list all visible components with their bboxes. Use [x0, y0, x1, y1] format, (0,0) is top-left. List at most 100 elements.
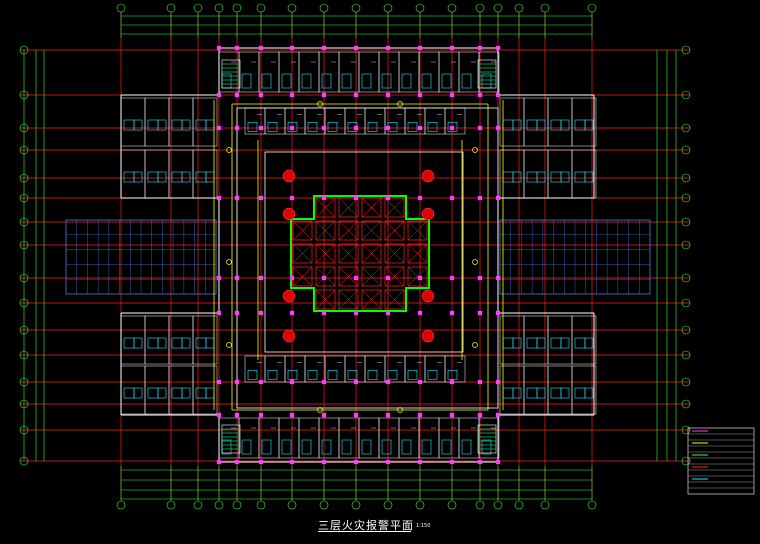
axis-bubble — [415, 3, 425, 13]
building-walls — [120, 47, 595, 463]
skylight-cell — [338, 243, 359, 264]
structural-column — [289, 310, 295, 316]
room-cell — [571, 149, 597, 199]
room-modules — [120, 51, 597, 459]
structural-column — [234, 310, 240, 316]
room-cell — [120, 315, 146, 365]
skylight-cell — [407, 243, 428, 264]
bathroom-block — [361, 73, 372, 89]
bathroom-block — [267, 122, 278, 132]
axis-bubble — [681, 240, 691, 250]
axis-bubble — [19, 240, 29, 250]
room-cell — [499, 149, 525, 199]
axis-bubble — [475, 3, 485, 13]
smoke-detector-icon — [226, 147, 232, 153]
structural-column — [353, 125, 359, 131]
axis-bubble — [166, 3, 176, 13]
axis-bubble — [383, 500, 393, 510]
structural-column — [353, 45, 359, 51]
ceiling-lamp-icon — [421, 169, 435, 183]
structural-column — [258, 92, 264, 98]
bathroom-block — [147, 171, 159, 183]
ceiling-lamp-icon — [282, 169, 296, 183]
structural-column — [216, 310, 222, 316]
axis-bubble — [383, 3, 393, 13]
axis-bubble — [19, 425, 29, 435]
bathroom-block — [381, 73, 392, 89]
room-cell — [523, 365, 549, 415]
title-underline — [318, 531, 411, 532]
bathroom-block — [526, 119, 538, 131]
ceiling-lamp-icon — [282, 289, 296, 303]
structural-column — [477, 310, 483, 316]
structural-column — [289, 45, 295, 51]
ceiling-lamp-icon — [421, 289, 435, 303]
axis-bubble — [681, 273, 691, 283]
axis-bubble — [19, 123, 29, 133]
bathroom-block — [287, 369, 298, 380]
axis-bubble — [19, 90, 29, 100]
skylight-cell — [361, 243, 382, 264]
axis-bubble — [493, 3, 503, 13]
axis-bubble — [166, 500, 176, 510]
bathroom-block — [421, 439, 432, 455]
structural-column — [234, 125, 240, 131]
bathroom-block — [381, 439, 392, 455]
skylight-cross — [315, 289, 336, 310]
structural-column — [216, 195, 222, 201]
axis-bubble — [19, 45, 29, 55]
structural-column — [417, 379, 423, 385]
structural-column — [449, 310, 455, 316]
axis-bubble — [514, 3, 524, 13]
bathroom-block — [241, 73, 252, 89]
bathroom-block — [502, 387, 514, 399]
stair-icon — [477, 59, 497, 89]
structural-column — [234, 412, 240, 418]
structural-column — [477, 195, 483, 201]
bathroom-block — [281, 73, 292, 89]
bathroom-block — [221, 439, 232, 455]
room-cell — [499, 315, 525, 365]
legend-table — [687, 427, 755, 495]
structural-column — [353, 195, 359, 201]
bathroom-block — [447, 122, 458, 132]
skylight-cross — [338, 197, 359, 218]
bathroom-block — [550, 387, 562, 399]
room-cell — [444, 107, 466, 135]
structural-column — [495, 459, 501, 465]
structural-column — [385, 459, 391, 465]
bathroom-block — [341, 439, 352, 455]
structural-column — [385, 195, 391, 201]
structural-column — [321, 125, 327, 131]
axis-bubble — [193, 500, 203, 510]
bathroom-block — [261, 439, 272, 455]
skylight-cross — [361, 243, 382, 264]
ceiling-lamp-icon — [282, 329, 296, 343]
axis-bubble — [19, 273, 29, 283]
bathroom-block — [147, 119, 159, 131]
room-cell — [547, 365, 573, 415]
bathroom-block — [421, 73, 432, 89]
axis-bubble — [287, 500, 297, 510]
room-cell — [144, 365, 170, 415]
bathroom-block — [481, 439, 492, 455]
bathroom-block — [307, 122, 318, 132]
structural-column — [385, 92, 391, 98]
bathroom-block — [347, 369, 358, 380]
axis-bubble — [214, 3, 224, 13]
room-cell — [499, 97, 525, 147]
bathroom-block — [550, 119, 562, 131]
structural-column — [289, 92, 295, 98]
structural-column — [216, 412, 222, 418]
bathroom-block — [574, 387, 586, 399]
skylight-cell — [338, 220, 359, 241]
axis-bubble — [493, 500, 503, 510]
structural-column — [449, 459, 455, 465]
skylight-cell — [315, 289, 336, 310]
axis-bubble — [540, 500, 550, 510]
alarm-wiring — [213, 100, 504, 413]
skylight-cross — [338, 220, 359, 241]
axis-bubble — [681, 298, 691, 308]
axis-bubble — [19, 456, 29, 466]
axis-bubble — [447, 500, 457, 510]
